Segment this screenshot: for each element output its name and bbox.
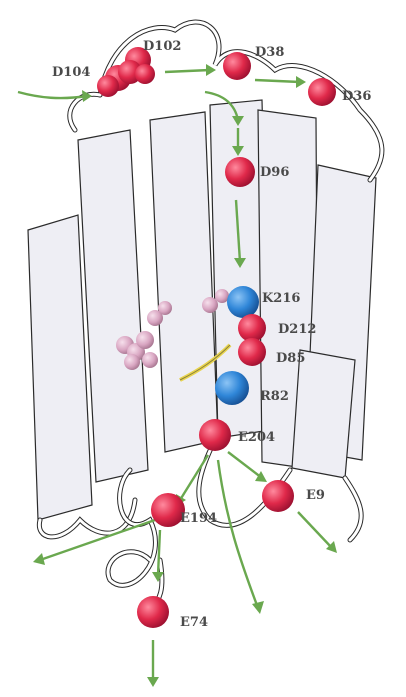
residue-label: D212 [278, 322, 316, 337]
residue-label: K216 [262, 291, 300, 306]
helix-d [292, 350, 355, 478]
helix-c [150, 112, 218, 452]
residue-label: E204 [238, 430, 275, 445]
residue-label: E194 [180, 511, 217, 526]
residue-e9: E9 [262, 480, 325, 512]
residue-label: D38 [255, 45, 284, 60]
residue-label: E74 [180, 615, 208, 630]
residue-label: D104 [52, 65, 90, 80]
residue-e74: E74 [137, 596, 208, 630]
residue-d102: D102 [118, 39, 181, 84]
residue-label: R82 [260, 389, 289, 404]
residue-d36: D36 [308, 78, 371, 106]
residue-label: D36 [342, 89, 371, 104]
helix-g [28, 215, 92, 520]
helix-bundle [28, 100, 376, 520]
residue-label: D96 [260, 165, 289, 180]
residue-label: E9 [306, 488, 325, 503]
residue-label: D102 [143, 39, 181, 54]
residue-label: D85 [276, 351, 305, 366]
residue-e194: E194 [151, 493, 217, 527]
